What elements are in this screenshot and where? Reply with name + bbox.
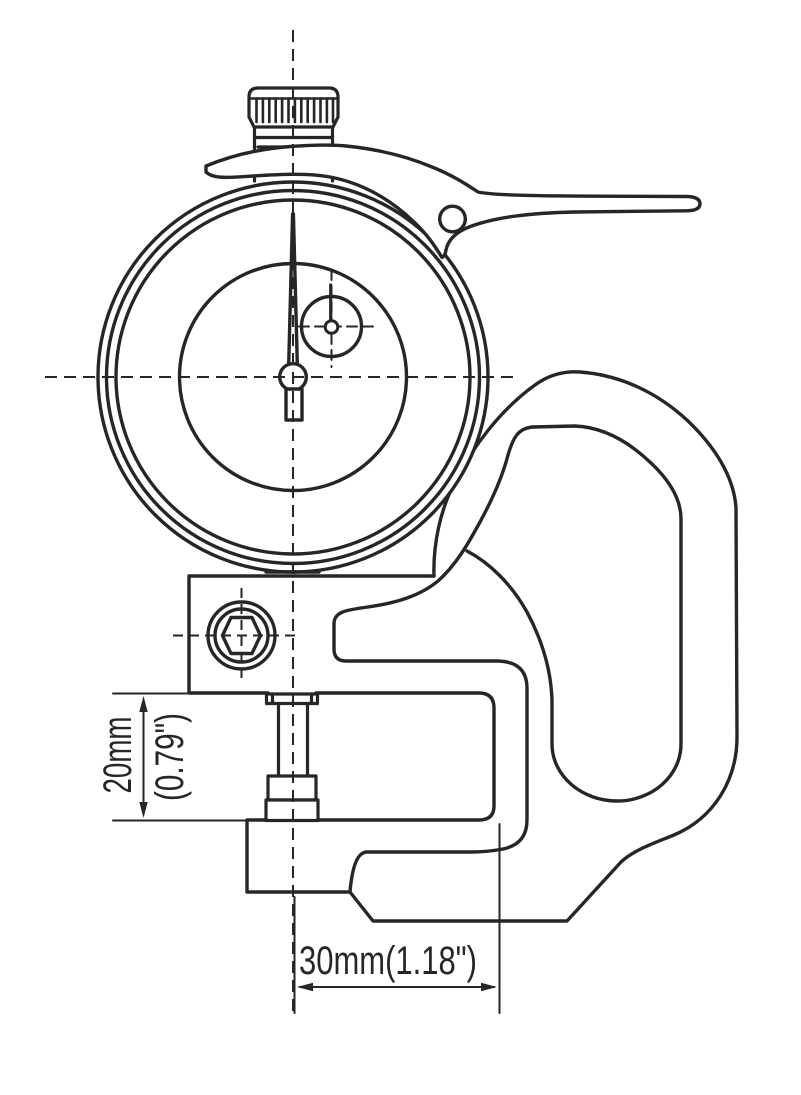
release-lever (204, 143, 702, 260)
arrowhead-up (139, 696, 148, 712)
arrowhead-down (139, 802, 148, 818)
dim-label-20mm: 20mm (96, 717, 140, 794)
lever-arm (204, 143, 702, 260)
frame-inner-step-profile (332, 425, 535, 894)
dim-label-30mm: 30mm(1.18") (299, 939, 477, 983)
arrowhead-left (297, 982, 313, 992)
frame-cutout (465, 424, 683, 803)
measuring-throat (245, 691, 496, 822)
arrowhead-right (481, 982, 497, 992)
sub-dial-hub (323, 319, 340, 335)
sub-dial (298, 269, 380, 368)
dim-label-079in: (0.79") (148, 713, 192, 801)
centerlines (45, 30, 515, 1013)
lever-pivot-hole (438, 204, 468, 234)
dimension-20mm (112, 692, 248, 822)
knurl-ribs (255, 97, 335, 124)
dimension-30mm (293, 823, 501, 1014)
